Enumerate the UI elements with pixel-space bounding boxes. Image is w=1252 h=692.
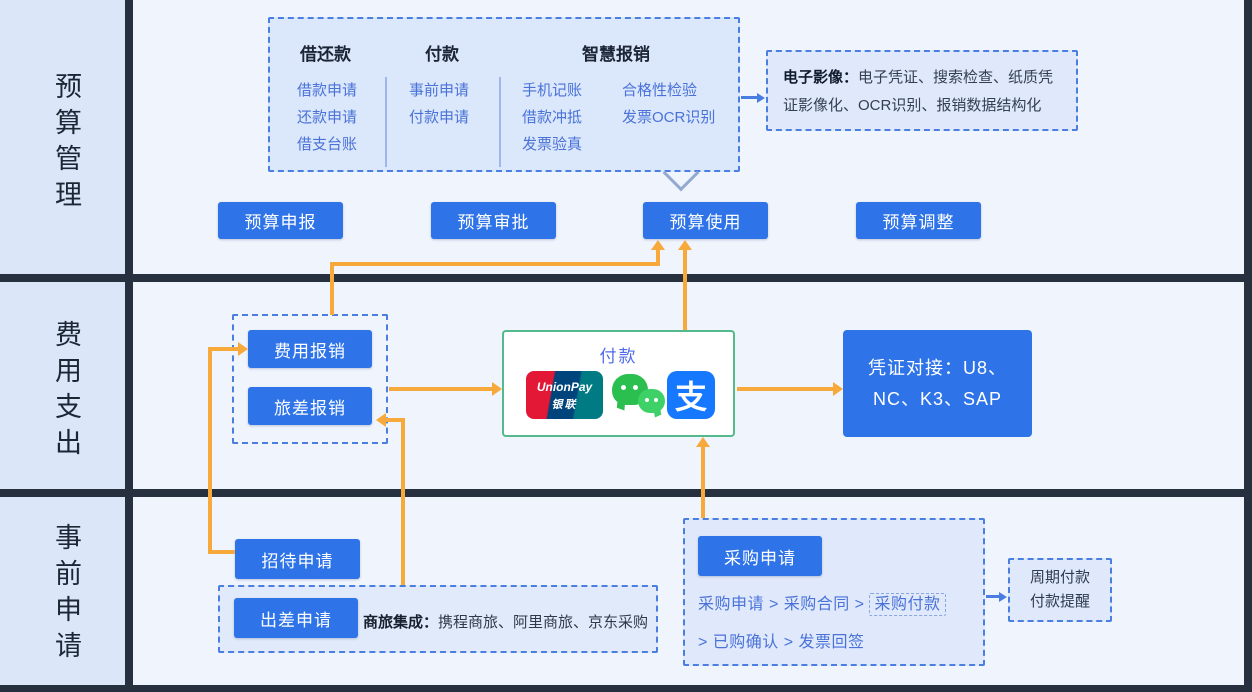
arrowhead-into-expense-reimburse — [238, 342, 248, 356]
group-title-payment: 付款 — [425, 45, 459, 64]
arrow-expense-to-budgetuse-seg3 — [656, 249, 660, 264]
purchase-flow-line-1: 采购申请 > 采购合同 > 采购付款 — [698, 590, 946, 616]
item-invoice-verify: 发票验真 — [522, 136, 583, 153]
section-label-expense: 费用支出 — [51, 320, 81, 464]
voucher-line-2: NC、K3、SAP — [872, 388, 1003, 409]
e-image-label: 电子影像： — [783, 69, 859, 86]
smart-items-b: 合格性检验 发票OCR识别 — [622, 77, 715, 131]
e-image-text: 电子凭证、搜索检查、纸质凭证影像化、OCR识别、报销数据结构化 — [783, 69, 1054, 114]
arrow-reception-to-expense-seg3 — [208, 347, 238, 351]
section-label-budget-management: 预算管理 — [51, 72, 81, 216]
arrowhead-into-payment-box — [492, 382, 502, 396]
arrow-payment-to-voucher — [737, 387, 833, 391]
business-trip-apply-button[interactable]: 出差申请 — [234, 598, 358, 638]
loan-items: 借款申请 还款申请 借支台账 — [297, 77, 357, 158]
payment-channels-box: 付款 UnionPay 银联 支 — [502, 330, 735, 437]
panel-divider-2 — [499, 77, 501, 167]
unionpay-subtext: 银联 — [551, 399, 578, 411]
arrow-trip-to-travel-seg2 — [386, 418, 405, 422]
item-mobile-bookkeeping: 手机记账 — [522, 82, 583, 99]
unionpay-icon: UnionPay 银联 — [526, 371, 603, 419]
expense-reimburse-button[interactable]: 费用报销 — [248, 330, 372, 368]
panel-divider-1 — [385, 77, 387, 167]
item-repay-apply: 还款申请 — [297, 109, 358, 126]
loan-repayment-panel: 借还款 付款 智慧报销 借款申请 还款申请 借支台账 事前申请 付款申请 手机记… — [268, 17, 740, 172]
arrow-reception-to-expense-seg2 — [208, 347, 212, 554]
reception-apply-button[interactable]: 招待申请 — [235, 539, 360, 579]
unionpay-text: UnionPay — [536, 380, 593, 394]
section-label-pre-application: 事前申请 — [51, 523, 81, 667]
purchase-flow-pre: 采购申请 > 采购合同 > — [698, 596, 870, 613]
arrow-panel-to-eimage — [741, 96, 758, 99]
arrow-trip-to-travel-seg1 — [401, 418, 405, 585]
divider-horizontal-1 — [0, 274, 1252, 282]
arrow-expense-to-payment — [389, 387, 492, 391]
travel-reimburse-button[interactable]: 旅差报销 — [248, 387, 372, 425]
voucher-integration-box: 凭证对接：U8、 NC、K3、SAP — [843, 330, 1032, 437]
arrowhead-into-cycle-box — [999, 592, 1007, 602]
travel-integration-vendors: 携程商旅、阿里商旅、京东采购 — [438, 614, 649, 631]
divider-horizontal-bottom — [0, 685, 1252, 692]
arrow-expense-to-budgetuse-seg1 — [330, 262, 334, 315]
arrow-reception-to-expense-seg1 — [208, 550, 235, 554]
arrow-expense-to-budgetuse-seg2 — [330, 262, 660, 266]
expense-reimburse-panel — [232, 314, 388, 444]
arrowhead-into-travel-reimburse — [376, 413, 386, 427]
item-invoice-ocr: 发票OCR识别 — [622, 109, 716, 126]
purchase-flow-highlight: 采购付款 — [869, 593, 946, 616]
budget-adjust-button[interactable]: 预算调整 — [856, 202, 981, 239]
budget-use-button[interactable]: 预算使用 — [643, 202, 768, 239]
arrowhead-into-budget-use-right — [678, 240, 692, 250]
item-loan-ledger: 借支台账 — [297, 136, 358, 153]
voucher-line-1: 凭证对接：U8、 — [867, 357, 1007, 378]
wechat-bubble-small — [638, 389, 665, 413]
payment-box-title: 付款 — [599, 347, 638, 366]
cycle-payment-line-1: 周期付款 — [1029, 569, 1090, 586]
alipay-icon: 支 — [667, 371, 715, 419]
arrowhead-into-budget-use-left — [651, 240, 665, 250]
arrow-payment-to-budgetuse — [683, 249, 687, 330]
travel-integration-label: 商旅集成： — [363, 614, 439, 631]
arrowhead-into-eimage — [757, 93, 765, 103]
payment-items: 事前申请 付款申请 — [409, 77, 469, 131]
item-loan-apply: 借款申请 — [297, 82, 358, 99]
sidebar-background — [0, 0, 125, 692]
group-title-loan: 借还款 — [300, 45, 351, 64]
arrowhead-into-payment-bottom — [696, 437, 710, 447]
item-loan-offset: 借款冲抵 — [522, 109, 583, 126]
travel-integration-text: 商旅集成：携程商旅、阿里商旅、京东采购 — [363, 611, 648, 632]
arrow-purchase-to-cycle — [986, 595, 1000, 598]
e-image-box: 电子影像：电子凭证、搜索检查、纸质凭证影像化、OCR识别、报销数据结构化 — [766, 50, 1078, 131]
budget-approve-button[interactable]: 预算审批 — [431, 202, 556, 239]
purchase-apply-button[interactable]: 采购申请 — [698, 536, 822, 576]
divider-vertical-left — [125, 0, 133, 692]
cycle-payment-box: 周期付款 付款提醒 — [1008, 558, 1112, 622]
budget-declare-button[interactable]: 预算申报 — [218, 202, 343, 239]
divider-horizontal-2 — [0, 489, 1252, 497]
cycle-payment-line-2: 付款提醒 — [1029, 593, 1090, 610]
item-payment-apply: 付款申请 — [409, 109, 470, 126]
wechat-pay-icon — [612, 374, 666, 420]
group-title-smart-reimburse: 智慧报销 — [582, 45, 650, 64]
smart-items-a: 手机记账 借款冲抵 发票验真 — [522, 77, 582, 158]
purchase-flow-line-2: > 已购确认 > 发票回签 — [698, 634, 865, 651]
item-qualification-check: 合格性检验 — [622, 82, 698, 99]
divider-vertical-right — [1244, 0, 1252, 692]
alipay-glyph: 支 — [674, 379, 707, 415]
arrowhead-into-voucher-box — [833, 382, 843, 396]
arrow-purchase-to-payment — [701, 447, 705, 518]
item-pre-apply: 事前申请 — [409, 82, 470, 99]
